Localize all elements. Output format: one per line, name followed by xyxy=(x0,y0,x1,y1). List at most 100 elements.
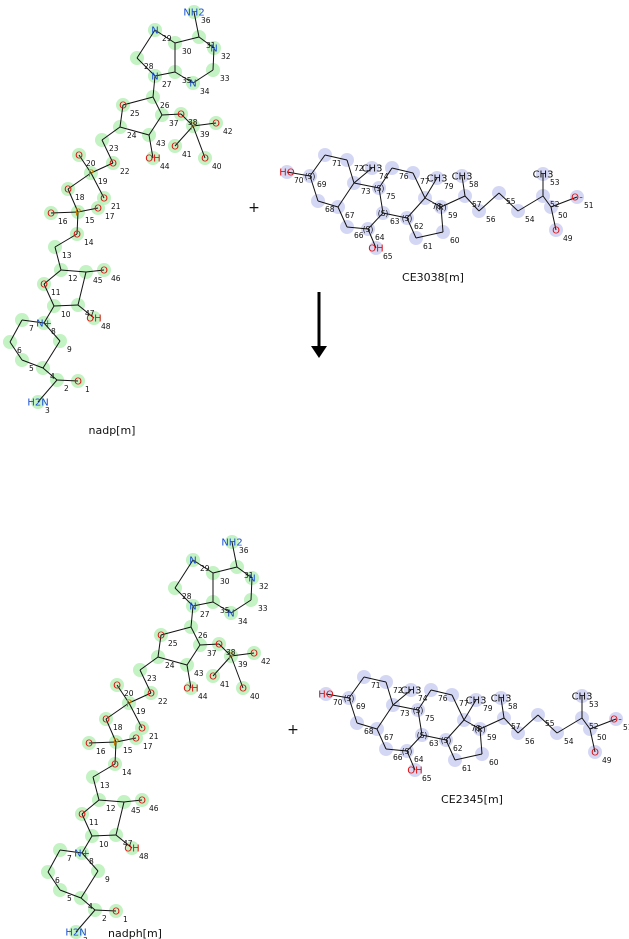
reactant-ce3038-bond xyxy=(353,167,373,184)
reactant-nadp-atom-index: 18 xyxy=(75,193,85,202)
reactant-nadp-bond xyxy=(43,305,55,324)
reactant-ce3038-atom-label: CH3 xyxy=(427,174,448,185)
reactant-nadp-atom-index: 42 xyxy=(223,127,233,136)
reactant-nadp-atom-label: O xyxy=(73,230,81,241)
reactant-nadp-bond xyxy=(54,233,78,248)
reactant-nadp-atom-index: 19 xyxy=(98,177,108,186)
reactant-nadp-atom-index: 1 xyxy=(85,385,90,394)
reactant-ce3038-bond xyxy=(337,182,355,208)
product-nadph-atom-index: 39 xyxy=(238,660,248,669)
reactant-ce3038-atom-index: 74 xyxy=(379,172,389,181)
product-nadph-atom-index: 41 xyxy=(220,680,230,689)
product-nadph-atom-label: O xyxy=(112,907,120,918)
reactant-nadp-bond xyxy=(148,114,163,136)
down-arrow-icon xyxy=(311,292,327,358)
reactant-ce3038-bond xyxy=(367,228,377,249)
reactant-ce3038-stereo-label: (R) xyxy=(435,203,446,212)
reactant-nadp-atom-label: O xyxy=(74,377,82,388)
product-ce2345-bond xyxy=(325,693,350,699)
reactant-ce3038-atom-label: O- xyxy=(571,193,583,204)
reactant-ce3038-atom-label: CH3 xyxy=(533,170,554,181)
reactant-nadp-atom-label: OH xyxy=(86,314,101,325)
reactant-ce3038-atom-index: 53 xyxy=(550,178,560,187)
product-ce2345-atom-index: 72 xyxy=(393,686,403,695)
reactant-ce3038-atom-index: 63 xyxy=(390,217,400,226)
reactant-ce3038-atom-index: 68 xyxy=(325,205,335,214)
product-nadph-bond xyxy=(212,601,232,614)
product-ce2345-bond xyxy=(500,697,505,719)
reactant-nadp-bond xyxy=(136,29,156,59)
reactant-ce3038-atom-index: 64 xyxy=(375,233,385,242)
reactant-ce3038-atom-index: 49 xyxy=(563,234,573,243)
reactant-nadp-bond xyxy=(212,47,215,71)
reactant-ce3038-atom-index: 59 xyxy=(448,211,458,220)
reactant-ce3038-stereo-label: (S) xyxy=(363,225,374,234)
product-nadph-bond xyxy=(128,702,143,729)
product-nadph-bond xyxy=(186,644,201,666)
reactant-ce3038-bond xyxy=(309,154,326,177)
reactant-nadp-bond xyxy=(67,188,79,213)
product-ce2345-atom-index: 50 xyxy=(597,733,607,742)
product-ce2345-bond xyxy=(417,689,432,711)
reactant-nadp-bond xyxy=(42,367,58,381)
reactant-ce3038-atom-index: 50 xyxy=(558,211,568,220)
reactant-nadp-bond xyxy=(42,340,61,369)
product-ce2345-bond xyxy=(451,694,465,721)
reactant-ce3038-atom-index: 58 xyxy=(469,180,479,189)
product-ce2345-bond xyxy=(503,717,519,734)
reactant-nadp-bond xyxy=(56,379,79,382)
product-ce2345-bond xyxy=(421,734,447,741)
reactant-ce3038-bond xyxy=(464,195,480,212)
reactant-ce3038-atom-index: 79 xyxy=(444,182,454,191)
product-ce2345-atom-index: 62 xyxy=(453,744,463,753)
product-ce2345-atom-index: 63 xyxy=(429,739,439,748)
product-ce2345-stereo-label: (S) xyxy=(344,694,355,703)
product-ce2345-bond xyxy=(392,689,412,706)
product-nadph-atom-label: OH xyxy=(183,684,198,695)
reactant-nadp-atom-label: NH2 xyxy=(183,8,204,19)
reactant-ce3038-bond xyxy=(346,226,369,230)
product-ce2345-stereo-label: (S) xyxy=(402,747,413,756)
reactant-nadp-atom-index: 32 xyxy=(221,52,231,61)
product-nadph-atom-label: O xyxy=(113,681,121,692)
product-nadph-bond xyxy=(231,541,238,568)
reactant-nadp-bond xyxy=(148,134,154,159)
product-ce2345-atom-index: 71 xyxy=(371,681,381,690)
reactant-nadp-atom-index: 10 xyxy=(61,310,71,319)
product-nadph-bond xyxy=(190,626,201,646)
reactant-nadp-atom-label: N xyxy=(151,26,158,37)
reactant-nadp-atom-index: 7 xyxy=(29,324,34,333)
reactant-ce3038-bond xyxy=(415,231,444,239)
reactant-ce3038-atom-index: 75 xyxy=(386,192,396,201)
reactant-nadp-bond xyxy=(77,207,99,213)
reactant-nadp-bond xyxy=(119,126,150,136)
reactant-nadp-bond xyxy=(101,139,114,164)
product-nadph-atom-label: O xyxy=(85,739,93,750)
product-ce2345-bond xyxy=(376,728,387,750)
reactant-nadp-bond xyxy=(192,122,217,127)
reactant-nadp-bond xyxy=(198,36,215,49)
product-ce2345-atom-index: 52 xyxy=(589,722,599,731)
product-nadph-atom-label: P xyxy=(126,699,132,710)
product-nadph-atom-label: NH2 xyxy=(221,538,242,549)
product-ce2345-bond xyxy=(348,697,358,724)
product-nadph-bond xyxy=(116,684,130,704)
product-nadph-bond xyxy=(230,599,252,614)
product-nadph-bond xyxy=(75,909,96,933)
product-nadph-bond xyxy=(230,652,255,657)
reactant-nadp-atom-index: 29 xyxy=(162,34,172,43)
product-ce2345-atom-index: 56 xyxy=(525,737,535,746)
reactant-nadp-atom-index: 41 xyxy=(182,150,192,159)
product-nadph-atom-index: 31 xyxy=(244,571,254,580)
reactant-nadp-atom-index: 31 xyxy=(206,41,216,50)
product-ce2345-bond xyxy=(479,717,505,730)
product-ce2345-atom-index: 76 xyxy=(438,694,448,703)
reactant-nadp-bond xyxy=(174,36,200,44)
product-nadph-atom-index: 46 xyxy=(149,804,159,813)
reactant-nadp-atom-index: 9 xyxy=(67,345,72,354)
product-ce2345-bond xyxy=(385,681,394,706)
reactant-nadp-atom-label: OH xyxy=(145,154,160,165)
product-nadph-atom-label: P xyxy=(228,652,234,663)
product-nadph-atom-label: N xyxy=(189,556,196,567)
